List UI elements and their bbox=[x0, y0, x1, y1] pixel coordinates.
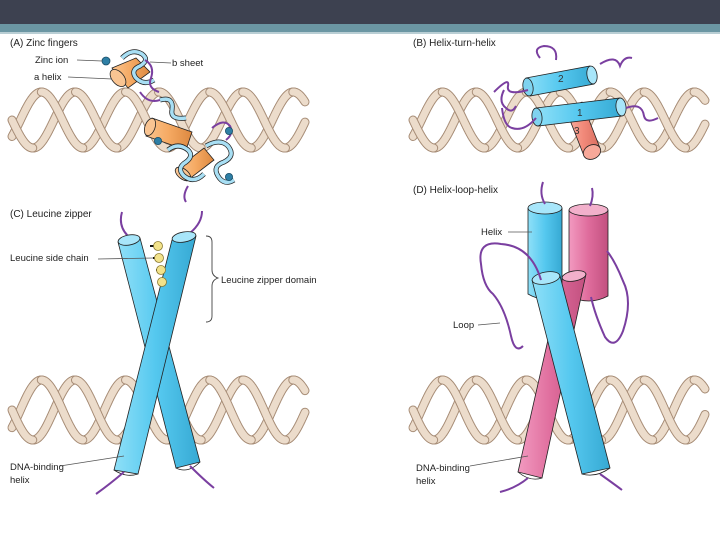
b-sheet-leader bbox=[149, 61, 172, 64]
panel-c-leucine-zipper: (C) Leucine zipper Leuc bbox=[10, 209, 317, 495]
zinc-finger-3 bbox=[153, 121, 236, 203]
leucine-side-chain-label: Leucine side chain bbox=[10, 253, 89, 264]
panel-c-title: (C) Leucine zipper bbox=[10, 209, 92, 220]
helix-2-number: 2 bbox=[558, 74, 564, 85]
helix-1 bbox=[531, 97, 627, 127]
zinc-ion-leader bbox=[76, 59, 103, 62]
zinc-ion bbox=[101, 56, 111, 66]
panel-d-title: (D) Helix-loop-helix bbox=[413, 185, 498, 196]
helix-2 bbox=[522, 65, 598, 97]
slide-accent-stripe-light bbox=[0, 32, 720, 34]
hlh-loop-left bbox=[479, 242, 542, 350]
a-helix-label: a helix bbox=[34, 72, 62, 83]
dna-double-helix-a bbox=[7, 87, 310, 153]
panel-a-zinc-fingers: (A) Zinc fingers bbox=[10, 38, 236, 203]
b-sheet-ribbon bbox=[120, 50, 155, 85]
a-helix-leader bbox=[67, 76, 113, 80]
hlh-loop-right bbox=[590, 250, 629, 344]
slide-accent-stripe bbox=[0, 24, 720, 32]
helix-3-number: 3 bbox=[574, 126, 580, 137]
c-dna-binding-leader bbox=[59, 455, 125, 467]
slide-top-bar bbox=[0, 0, 720, 24]
panel-b-helix-turn-helix: (B) Helix-turn-helix 2 1 3 bbox=[413, 38, 659, 160]
loop-label: Loop bbox=[453, 320, 474, 331]
zipper-domain-bracket bbox=[205, 235, 220, 323]
loop-leader bbox=[477, 322, 501, 326]
zinc-finger-1 bbox=[101, 49, 160, 93]
panel-d-helix-loop-helix: (D) Helix-loop-helix Helix bbox=[413, 181, 629, 493]
dna-double-helix-d bbox=[408, 375, 710, 445]
leucine-side-chains bbox=[150, 241, 167, 287]
panel-b-title: (B) Helix-turn-helix bbox=[413, 38, 496, 49]
b-sheet-label: b sheet bbox=[172, 58, 204, 69]
dna-double-helix-b bbox=[408, 87, 710, 153]
dna-double-helix-c bbox=[7, 375, 310, 445]
d-dna-binding-leader bbox=[469, 455, 529, 467]
d-dna-binding-label-1: DNA-binding bbox=[416, 463, 470, 474]
helix-1-number: 1 bbox=[577, 108, 583, 119]
a-helix-cap bbox=[109, 69, 127, 87]
helix-label: Helix bbox=[481, 227, 502, 238]
zinc-ion-label: Zinc ion bbox=[35, 55, 68, 66]
panel-a-title: (A) Zinc fingers bbox=[10, 38, 78, 49]
c-dna-binding-label-1: DNA-binding bbox=[10, 462, 64, 473]
leucine-zipper-helix-2 bbox=[113, 231, 197, 476]
leucine-zipper-domain-label: Leucine zipper domain bbox=[221, 275, 317, 286]
leucine-side-chain-leader bbox=[97, 257, 154, 260]
d-dna-binding-label-2: helix bbox=[416, 476, 436, 487]
zinc-finger-2 bbox=[139, 91, 193, 151]
c-dna-binding-label-2: helix bbox=[10, 475, 30, 486]
